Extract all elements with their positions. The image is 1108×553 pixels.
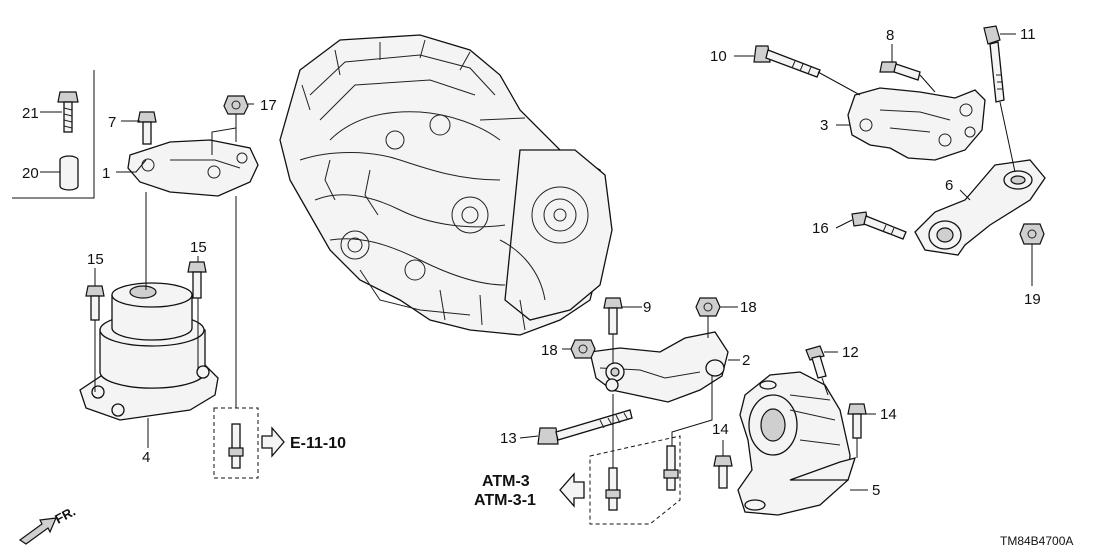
- callout-2: 2: [742, 352, 750, 369]
- engine-mount-part-4: [79, 282, 219, 421]
- callout-18b: 18: [541, 342, 558, 359]
- bolt-part-8: [879, 61, 921, 81]
- mount-bracket-part-5: [737, 371, 856, 516]
- callout-8: 8: [886, 27, 894, 44]
- collar-part-20: [59, 155, 79, 191]
- reference-arrow-e: [261, 426, 285, 458]
- callout-11: 11: [1020, 26, 1036, 43]
- callout-5: 5: [872, 482, 880, 499]
- diagram-code: TM84B4700A: [1000, 534, 1073, 548]
- callout-16: 16: [812, 220, 829, 237]
- leaders-center: [519, 306, 740, 468]
- callout-1: 1: [102, 165, 110, 182]
- bolt-part-16: [851, 211, 907, 240]
- callout-19: 19: [1024, 291, 1041, 308]
- nut-part-17: [223, 95, 249, 115]
- stud-box-left: [213, 407, 259, 479]
- callout-21: 21: [22, 105, 39, 122]
- callout-14b: 14: [712, 421, 729, 438]
- callout-3: 3: [820, 117, 828, 134]
- stud-box-center: [589, 435, 681, 525]
- front-indicator-label: FR.: [52, 504, 78, 527]
- reference-e-11-10: E-11-10: [290, 435, 346, 452]
- bolt-part-12: [805, 345, 827, 379]
- callout-17: 17: [260, 97, 277, 114]
- callout-9: 9: [643, 299, 651, 316]
- reference-arrow-atm: [559, 472, 585, 508]
- bolt-part-10: [753, 45, 821, 78]
- bolt-part-13: [537, 409, 633, 445]
- bolt-part-14a: [847, 403, 867, 439]
- callout-6: 6: [945, 177, 953, 194]
- bolt-part-21: [57, 91, 79, 133]
- callout-12: 12: [842, 344, 859, 361]
- callout-7: 7: [108, 114, 116, 131]
- callout-4: 4: [142, 449, 150, 466]
- reference-atm-3-1: ATM-3-1: [474, 492, 536, 509]
- leaders-left: [40, 103, 254, 448]
- bracket-part-2: [589, 331, 729, 403]
- torque-rod-part-6: [914, 159, 1046, 256]
- bolt-part-7: [137, 111, 157, 145]
- leaders-right-lower: [722, 351, 876, 491]
- callout-14a: 14: [880, 406, 897, 423]
- nut-part-19: [1019, 223, 1045, 245]
- bolt-part-9: [603, 297, 623, 335]
- bolt-part-15b: [187, 261, 207, 299]
- nut-part-18a: [695, 297, 721, 317]
- engine-transmission-assembly: [279, 34, 613, 336]
- bolt-part-15a: [85, 285, 105, 321]
- bracket-part-3: [847, 87, 986, 161]
- callout-15a: 15: [87, 251, 104, 268]
- bolt-part-14b: [713, 455, 733, 489]
- inset-bracket-line: [12, 70, 95, 199]
- callout-15b: 15: [190, 239, 207, 256]
- nut-part-18b: [570, 339, 596, 359]
- bolt-part-11: [983, 25, 1005, 103]
- callout-10: 10: [710, 48, 727, 65]
- reference-atm-3: ATM-3: [482, 473, 530, 490]
- callout-20: 20: [22, 165, 39, 182]
- leaders-right-upper: [734, 33, 1033, 286]
- callout-13: 13: [500, 430, 517, 447]
- front-direction-arrow-icon: [18, 517, 57, 545]
- bracket-part-1: [127, 139, 259, 197]
- callout-18a: 18: [740, 299, 757, 316]
